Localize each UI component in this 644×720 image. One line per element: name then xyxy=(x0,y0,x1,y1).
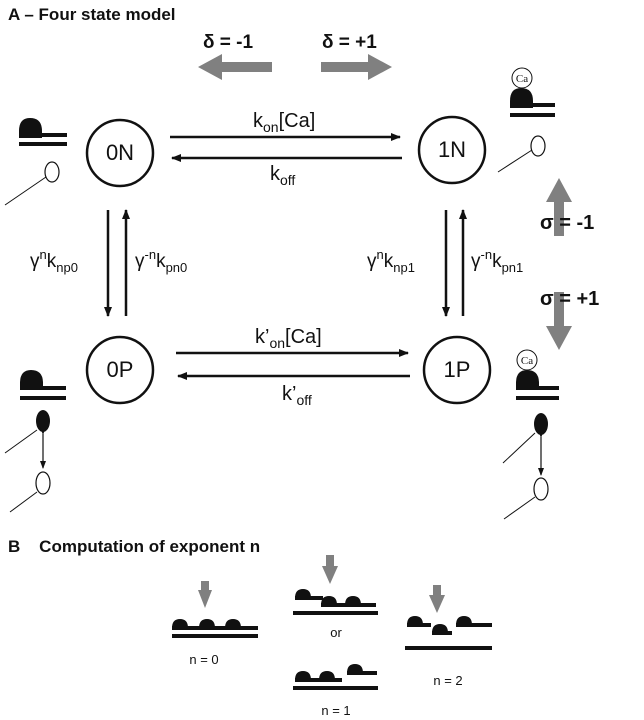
pn0-label: γ-nkpn0 xyxy=(135,247,187,275)
state-0n: 0N xyxy=(85,118,155,188)
glyph-n1-b xyxy=(293,664,378,690)
glyph-1p: Ca xyxy=(502,349,559,520)
n0-label: n = 0 xyxy=(189,652,218,667)
glyph-1n: Ca xyxy=(497,67,555,173)
n1-label: n = 1 xyxy=(321,703,350,718)
state-0p: 0P xyxy=(85,335,155,405)
delta-plus-arrow xyxy=(321,54,392,80)
sigma-plus-arrow xyxy=(546,292,572,350)
sigma-plus-label: σ = +1 xyxy=(540,288,599,310)
panel-b-title: B Computation of exponent n xyxy=(8,537,260,556)
koff-prime-label: k’off xyxy=(282,383,312,408)
svg-text:1N: 1N xyxy=(438,137,466,162)
or-label: or xyxy=(330,625,342,640)
svg-text:0N: 0N xyxy=(106,140,134,165)
panel-a-title: A – Four state model xyxy=(8,5,176,24)
koff-label: koff xyxy=(270,163,295,188)
glyph-0p xyxy=(4,370,66,513)
delta-minus-arrow xyxy=(198,54,272,80)
sigma-minus-arrow xyxy=(546,178,572,236)
sigma-minus-label: σ = -1 xyxy=(540,212,594,234)
svg-text:1P: 1P xyxy=(444,357,471,382)
svg-text:Ca: Ca xyxy=(516,73,528,85)
delta-minus-label: δ = -1 xyxy=(203,32,254,53)
glyph-n1-a xyxy=(293,555,378,615)
np0-label: γnknp0 xyxy=(30,247,78,275)
delta-plus-label: δ = +1 xyxy=(322,32,377,53)
glyph-0n xyxy=(4,118,67,206)
kon-label: kon[Ca] xyxy=(253,110,315,135)
svg-text:Ca: Ca xyxy=(521,355,533,367)
state-1p: 1P xyxy=(422,335,492,405)
n2-label: n = 2 xyxy=(433,673,462,688)
state-1n: 1N xyxy=(417,115,487,185)
np1-label: γnknp1 xyxy=(367,247,415,275)
svg-text:0P: 0P xyxy=(107,357,134,382)
glyph-n0 xyxy=(172,581,258,638)
pn1-label: γ-nkpn1 xyxy=(471,247,523,275)
glyph-n2 xyxy=(405,585,492,650)
kon-prime-label: k’on[Ca] xyxy=(255,326,322,351)
